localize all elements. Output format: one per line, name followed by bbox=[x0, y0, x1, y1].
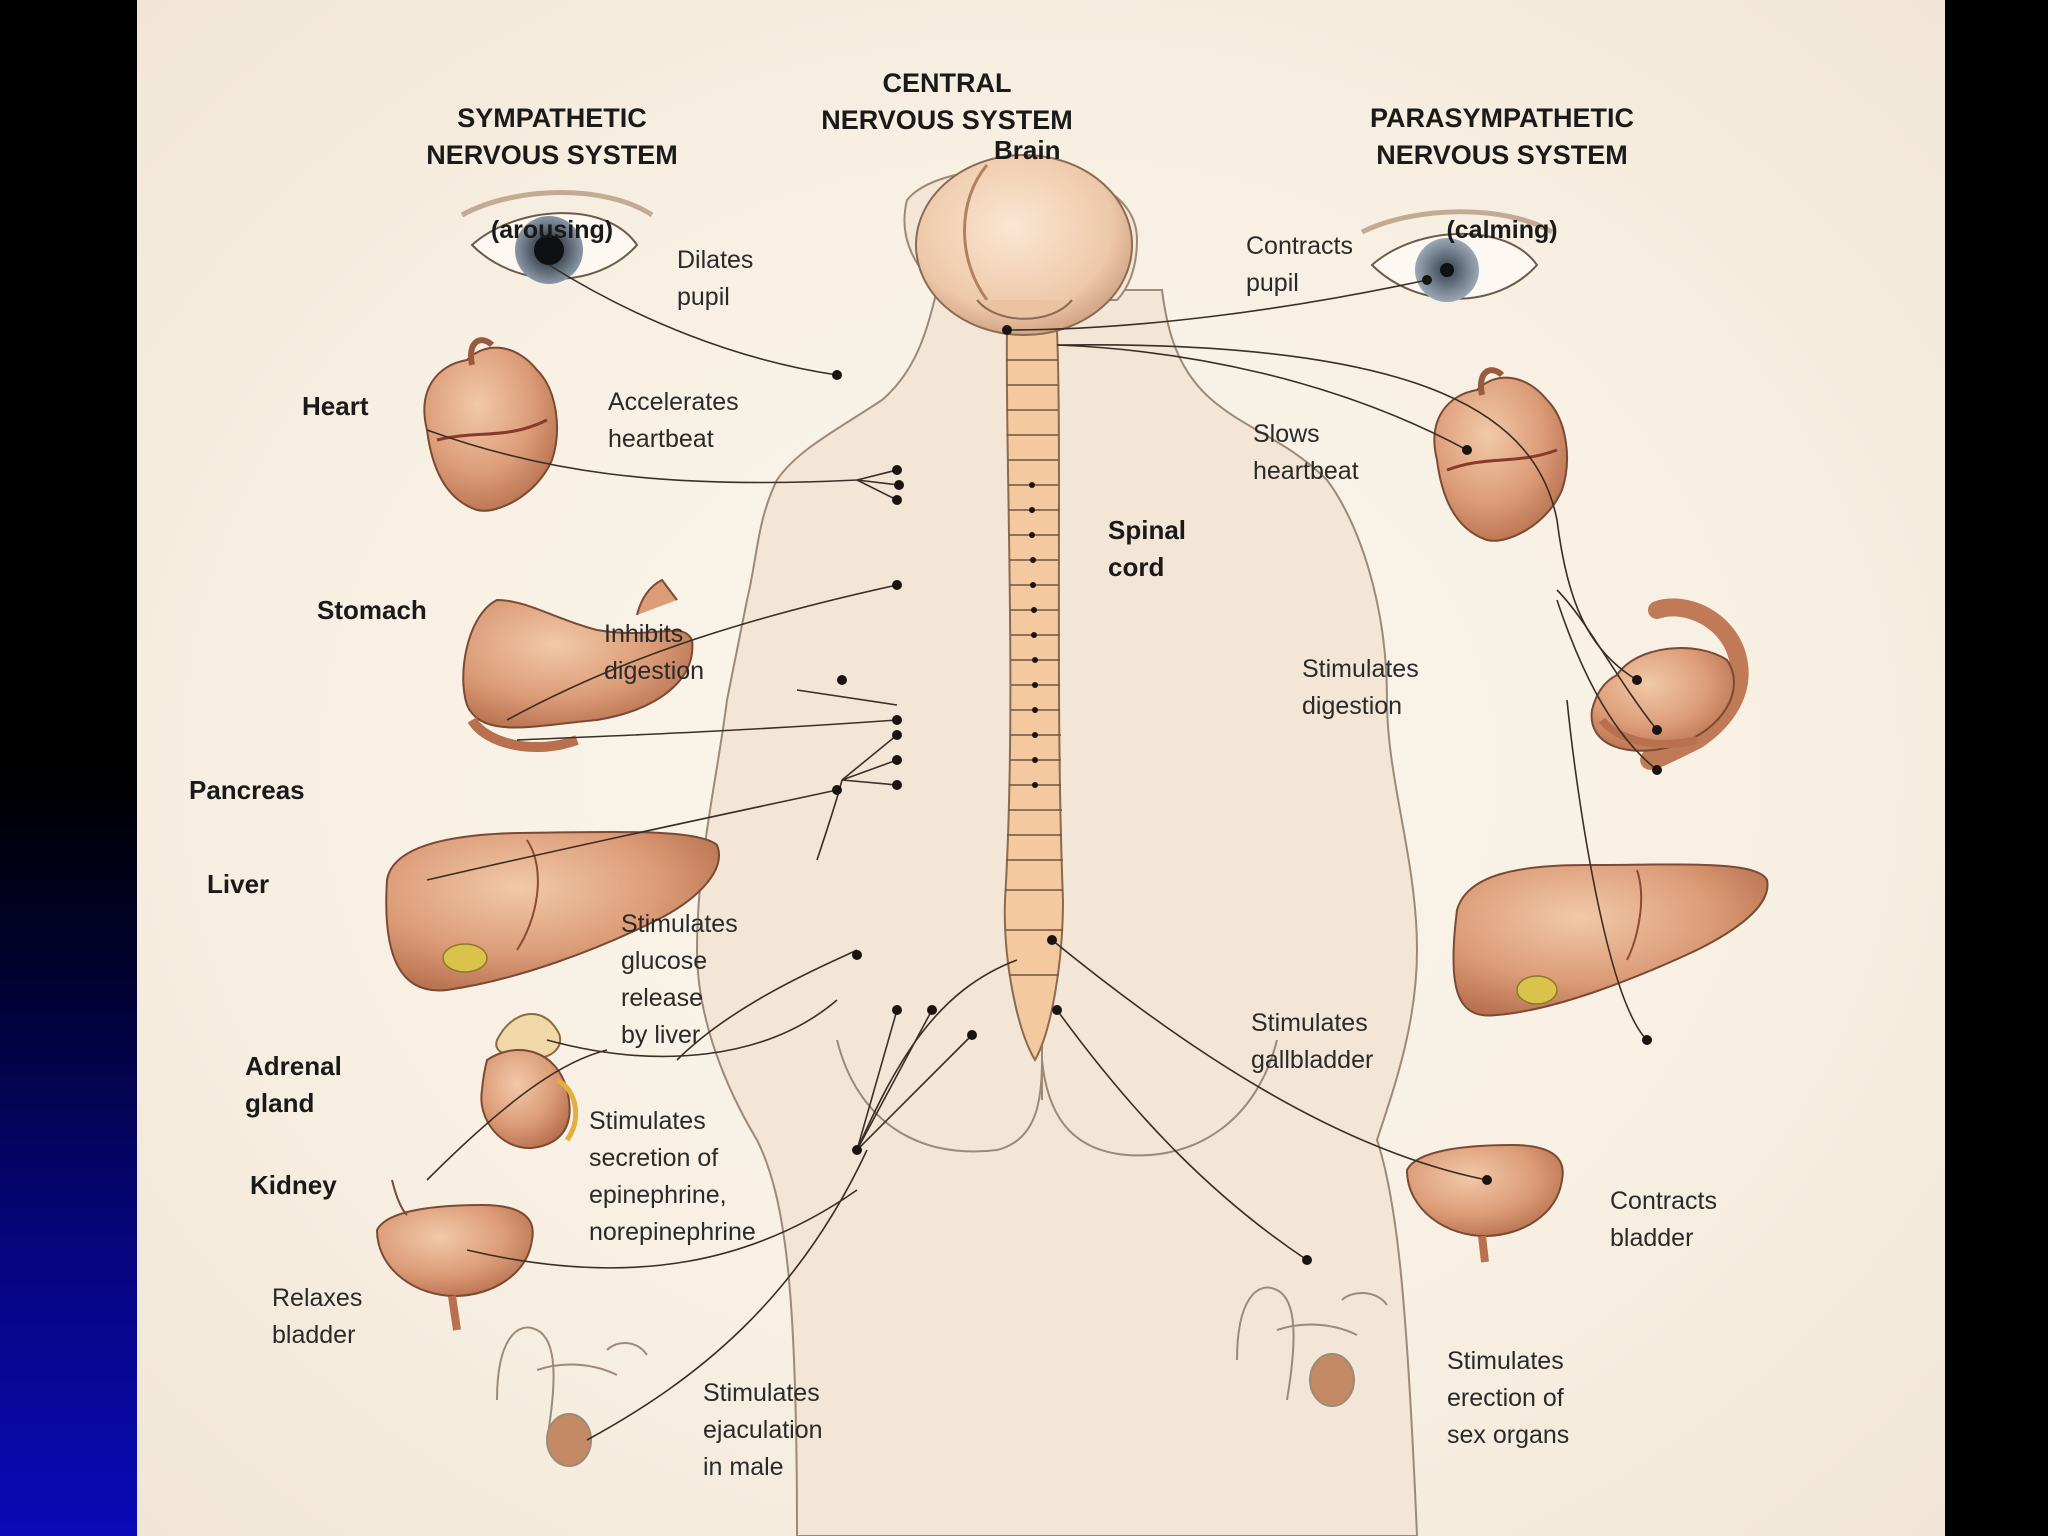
contracts-bladder-label: Contracts bladder bbox=[1610, 1187, 1717, 1252]
brain-label: Brain bbox=[994, 135, 1061, 165]
parasympathetic-title: PARASYMPATHETIC NERVOUS SYSTEM bbox=[1369, 103, 1634, 170]
dilates-pupil-label: Dilates pupil bbox=[677, 246, 754, 311]
relaxes-bladder-label: Relaxes bladder bbox=[272, 1284, 363, 1349]
stimulates-secretion-label: Stimulates secretion of epinephrine, nor… bbox=[589, 1107, 756, 1246]
right-genital-illustration bbox=[1236, 1286, 1388, 1407]
right-heart-illustration bbox=[1433, 367, 1568, 542]
sympathetic-subtitle: (arousing) bbox=[490, 216, 614, 244]
stimulates-ejaculation-label: Stimulates ejaculation in male bbox=[703, 1379, 823, 1481]
parasympathetic-header: PARASYMPATHETIC NERVOUS SYSTEM (calming) bbox=[1287, 63, 1717, 249]
left-genital-illustration bbox=[496, 1326, 648, 1467]
kidney-label: Kidney bbox=[250, 1170, 337, 1200]
left-liver-illustration bbox=[385, 830, 720, 992]
central-title: CENTRAL NERVOUS SYSTEM bbox=[821, 68, 1073, 135]
sympathetic-ganglia bbox=[832, 370, 977, 1155]
liver-label: Liver bbox=[207, 869, 270, 899]
stimulates-erection-label: Stimulates erection of sex organs bbox=[1447, 1347, 1570, 1449]
adrenal-gland-label: Adrenal gland bbox=[245, 1051, 342, 1118]
parasympathetic-subtitle: (calming) bbox=[1446, 216, 1558, 244]
right-black-band bbox=[1945, 0, 2048, 1536]
spinal-cord-dots bbox=[1029, 482, 1038, 788]
pancreas-label: Pancreas bbox=[189, 775, 305, 805]
left-eye-illustration bbox=[460, 190, 654, 284]
stimulates-digestion-label: Stimulates digestion bbox=[1302, 655, 1419, 720]
kidney-adrenal-illustration bbox=[480, 1013, 579, 1150]
contracts-pupil-label: Contracts pupil bbox=[1246, 232, 1353, 297]
parasympathetic-nerve-lines bbox=[1006, 279, 1658, 1261]
stimulates-gallbladder-label: Stimulates gallbladder bbox=[1251, 1009, 1374, 1074]
right-liver-illustration bbox=[1452, 863, 1769, 1017]
inhibits-digestion-label: Inhibits digestion bbox=[604, 620, 705, 685]
heart-label: Heart bbox=[302, 391, 369, 421]
sympathetic-nerve-lines bbox=[426, 264, 1018, 1441]
spinal-cord-illustration bbox=[1003, 329, 1065, 1062]
parasympathetic-ganglia bbox=[1002, 275, 1662, 1265]
left-heart-illustration bbox=[423, 337, 558, 512]
left-blue-band bbox=[0, 0, 137, 1536]
sympathetic-title: SYMPATHETIC NERVOUS SYSTEM bbox=[426, 103, 678, 170]
spinal-cord-label: Spinal cord bbox=[1108, 515, 1187, 582]
accelerates-heartbeat-label: Accelerates heartbeat bbox=[608, 388, 739, 453]
left-bladder-illustration bbox=[375, 1179, 534, 1331]
diagram-panel: SYMPATHETIC NERVOUS SYSTEM (arousing) CE… bbox=[137, 0, 1945, 1536]
right-bladder-illustration bbox=[1405, 1143, 1564, 1263]
slows-heartbeat-label: Slows heartbeat bbox=[1253, 420, 1359, 485]
central-header: CENTRAL NERVOUS SYSTEM bbox=[787, 28, 1107, 139]
brain-illustration bbox=[915, 154, 1133, 336]
right-stomach-illustration bbox=[1590, 598, 1749, 770]
left-stomach-illustration bbox=[462, 578, 694, 753]
stimulates-glucose-label: Stimulates glucose release by liver bbox=[621, 910, 738, 1049]
sympathetic-header: SYMPATHETIC NERVOUS SYSTEM (arousing) bbox=[337, 63, 767, 249]
stomach-label: Stomach bbox=[317, 595, 427, 625]
body-illustration bbox=[375, 154, 1769, 1536]
